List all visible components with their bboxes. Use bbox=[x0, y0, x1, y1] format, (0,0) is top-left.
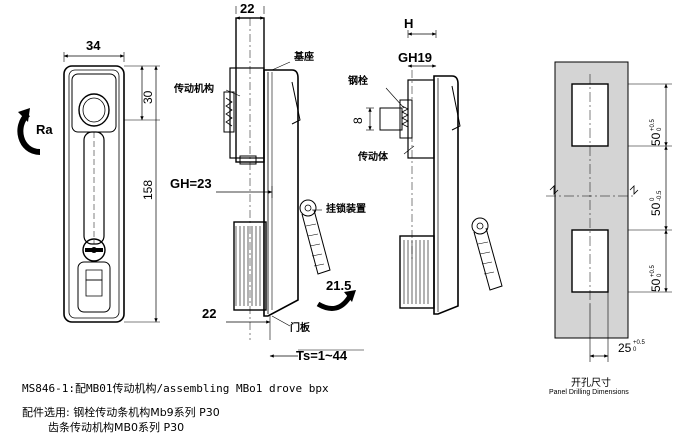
svg-text:+0.5: +0.5 bbox=[650, 118, 656, 131]
svg-text:+0.5: +0.5 bbox=[650, 264, 656, 277]
cutout-dim-width: 25 +0.5 0 bbox=[618, 340, 646, 355]
gh19-label: GH19 bbox=[398, 50, 432, 65]
caption-line-1: MS846-1:配MB01传动机构/assembling MBo1 drove … bbox=[22, 382, 329, 395]
side-bottom-width-label: 22 bbox=[202, 306, 216, 321]
cutout-title: 开孔尺寸 bbox=[571, 378, 611, 389]
side-top-width-label: 22 bbox=[240, 1, 254, 16]
cutout-dim-top: 50 +0.5 0 bbox=[649, 118, 663, 146]
size-8-label: 8 bbox=[351, 117, 365, 124]
label-driver: 传动体 bbox=[357, 150, 389, 163]
caption-line-2: 配件选用: 钢栓传动条机构Mb9系列 P30 bbox=[22, 406, 220, 419]
svg-text:50: 50 bbox=[649, 202, 663, 216]
side-view bbox=[216, 6, 364, 358]
front-height-label: 158 bbox=[141, 180, 155, 200]
svg-text:50: 50 bbox=[649, 132, 663, 146]
front-width-label: 34 bbox=[86, 38, 101, 53]
cutout-dim-mid: 50 0 -0.5 bbox=[649, 190, 663, 216]
label-mechanism: 传动机构 bbox=[173, 82, 214, 95]
svg-text:25: 25 bbox=[618, 341, 632, 355]
bolt-view bbox=[366, 30, 503, 315]
label-door: 门板 bbox=[290, 321, 311, 334]
front-view bbox=[17, 52, 160, 323]
svg-text:50: 50 bbox=[649, 278, 663, 292]
ts-label: Ts=1~44 bbox=[296, 348, 348, 363]
angle-label: 21.5 bbox=[326, 278, 351, 293]
label-base: 基座 bbox=[293, 50, 314, 63]
rotation-label: Ra bbox=[36, 122, 53, 137]
front-top-offset-label: 30 bbox=[141, 90, 155, 104]
svg-text:-0.5: -0.5 bbox=[657, 190, 663, 201]
cutout-view bbox=[546, 61, 672, 362]
cutout-title-en: Panel Drilling Dimensions bbox=[549, 389, 629, 396]
svg-text:0: 0 bbox=[633, 347, 637, 353]
svg-text:+0.5: +0.5 bbox=[633, 340, 646, 346]
cutout-dim-bot: 50 +0.5 0 bbox=[649, 264, 663, 292]
h-label: H bbox=[404, 16, 413, 31]
gh-label: GH=23 bbox=[170, 176, 212, 191]
svg-text:0: 0 bbox=[657, 127, 663, 131]
label-bolt: 钢栓 bbox=[348, 74, 368, 87]
svg-text:0: 0 bbox=[650, 197, 656, 201]
svg-text:0: 0 bbox=[657, 273, 663, 277]
caption-line-3: 齿条传动机构MB0系列 P30 bbox=[48, 421, 185, 434]
label-hook: 挂锁装置 bbox=[326, 202, 366, 215]
